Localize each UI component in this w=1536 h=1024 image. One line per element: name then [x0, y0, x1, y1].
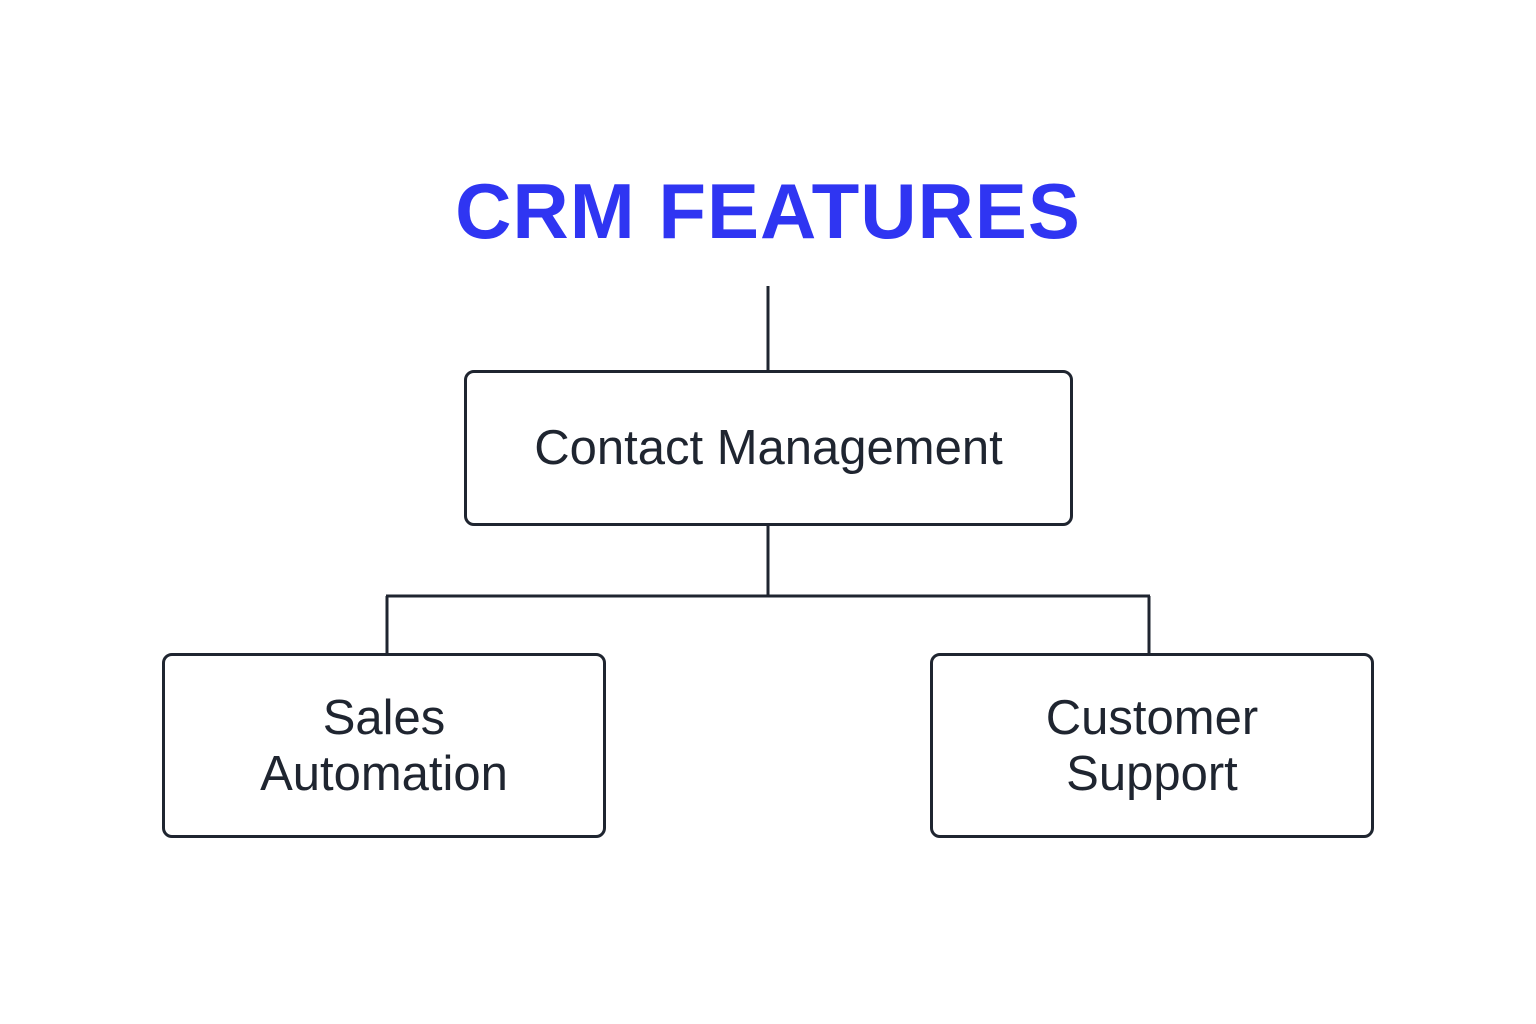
contact-management-node: Contact Management [464, 370, 1073, 526]
sales-automation-label: Sales Automation [260, 690, 508, 801]
customer-support-node: Customer Support [930, 653, 1374, 838]
diagram-title: CRM FEATURES [455, 167, 1081, 255]
contact-management-label: Contact Management [534, 421, 1003, 475]
customer-support-label: Customer Support [1045, 690, 1259, 801]
sales-automation-node: Sales Automation [162, 653, 606, 838]
